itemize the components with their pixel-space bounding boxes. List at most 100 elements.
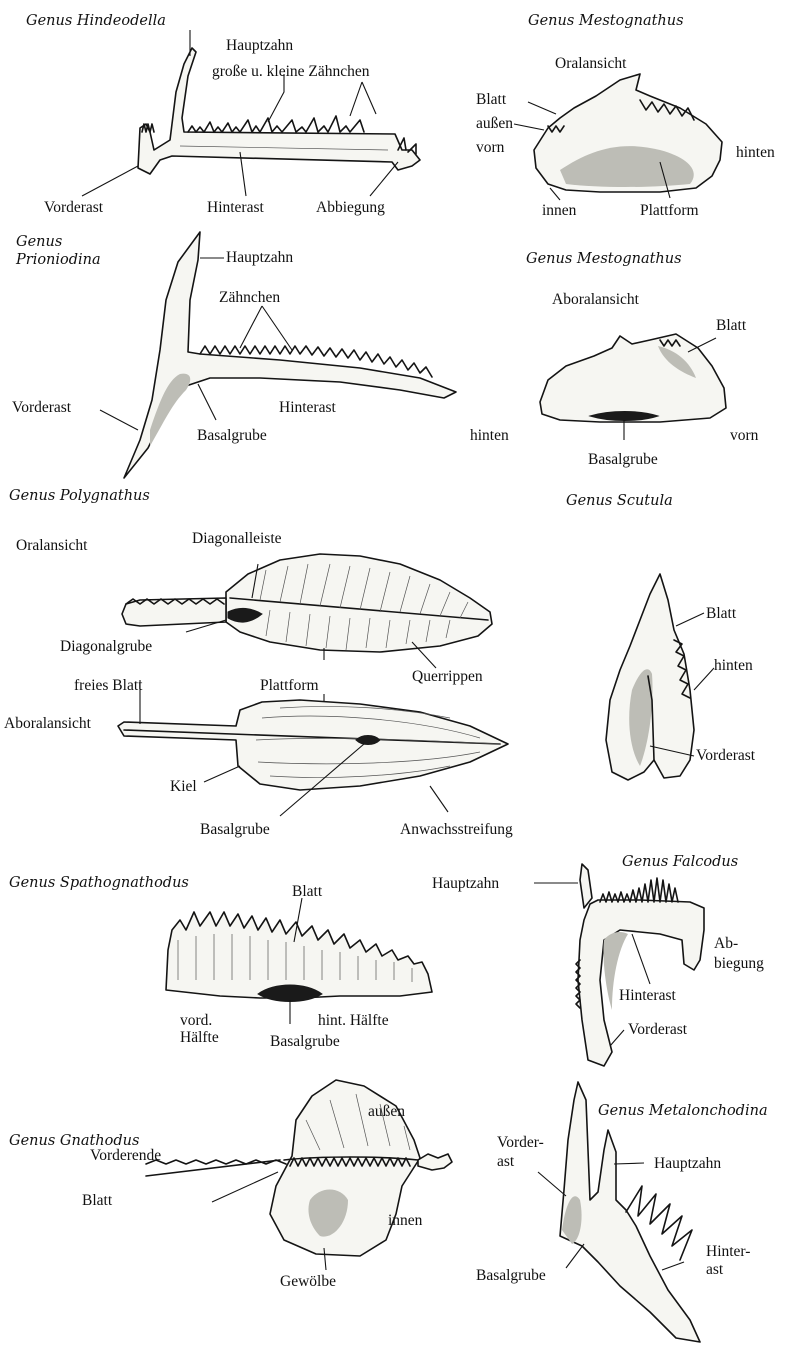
genus-title: Genus Falcodus (622, 854, 738, 870)
label-blatt: Blatt (292, 883, 323, 900)
label-hinter-2: ast (706, 1261, 724, 1278)
genus-title: Genus Mestognathus (528, 13, 684, 29)
label-kiel: Kiel (170, 778, 197, 795)
label-hinterast: Hinterast (279, 399, 337, 416)
label-vorder-2: ast (497, 1153, 515, 1170)
label-abbiegung: Abbiegung (316, 199, 385, 216)
leader (694, 668, 714, 690)
label-aussen: außen (368, 1103, 405, 1120)
label-hinter-1: Hinter- (706, 1243, 750, 1260)
label-hauptzahn: Hauptzahn (226, 249, 293, 266)
view-oral: Oralansicht (16, 537, 88, 554)
leader (268, 74, 284, 122)
label-vorderende: Vorderende (90, 1147, 161, 1164)
label-ab-2: biegung (714, 955, 764, 972)
label-vorderast: Vorderast (696, 747, 756, 764)
label-basalgrube: Basalgrube (476, 1267, 546, 1284)
mestognathus-oral-drawing (534, 74, 722, 192)
genus-title: Genus Hindeodella (26, 13, 166, 29)
figure-metalonchodina: Genus Metalonchodina Vorder- ast Hauptza… (476, 1082, 768, 1342)
leader (82, 166, 138, 196)
leader (528, 102, 556, 114)
label-plattform: Plattform (260, 677, 319, 694)
leader (610, 1030, 624, 1046)
genus-title-line1: Genus (16, 234, 62, 250)
label-hinten: hinten (470, 427, 509, 444)
leader (614, 1163, 644, 1164)
label-blatt: Blatt (706, 605, 737, 622)
label-hauptzahn: Hauptzahn (226, 37, 293, 54)
label-basalgrube: Basalgrube (200, 821, 270, 838)
leader (514, 124, 544, 130)
label-basalgrube: Basalgrube (588, 451, 658, 468)
gnathodus-drawing (146, 1080, 452, 1256)
label-vord-2: Hälfte (180, 1029, 219, 1046)
view-aboral: Aboralansicht (4, 715, 92, 732)
leader (100, 410, 138, 430)
view-label: Oralansicht (555, 55, 627, 72)
label-aussen: außen (476, 115, 513, 132)
figure-hindeodella: Genus Hindeodella Hauptzahn große u. kle… (26, 13, 420, 216)
label-innen: innen (388, 1212, 423, 1229)
leader (240, 306, 292, 350)
label-blatt: Blatt (716, 317, 747, 334)
polygnathus-oral-drawing (122, 554, 492, 652)
label-gewoelbe: Gewölbe (280, 1273, 336, 1290)
figure-falcodus: Genus Falcodus Hauptzahn Ab- biegung Hin… (432, 854, 764, 1066)
genus-title: Genus Mestognathus (526, 251, 682, 267)
label-vorn: vorn (476, 139, 505, 156)
leader (662, 1262, 684, 1270)
label-vorderast: Vorderast (12, 399, 72, 416)
figure-polygnathus: Genus Polygnathus Oralansicht Aboralansi… (4, 488, 513, 838)
figure-scutula: Genus Scutula Blatt hinten Vorderast (566, 493, 756, 780)
label-hint-haelfte: hint. Hälfte (318, 1012, 389, 1029)
label-anwachsstreifung: Anwachsstreifung (400, 821, 513, 838)
leader (550, 188, 560, 200)
label-hinten: hinten (736, 144, 775, 161)
metalonchodina-drawing (560, 1082, 700, 1342)
figure-gnathodus: Genus Gnathodus außen Vorderende Blatt i… (9, 1080, 452, 1290)
label-basalgrube: Basalgrube (197, 427, 267, 444)
leader (566, 1244, 584, 1268)
leader (350, 82, 376, 116)
label-vorderast: Vorderast (628, 1021, 688, 1038)
label-zaehnchen: Zähnchen (219, 289, 280, 306)
label-freies-blatt: freies Blatt (74, 677, 143, 694)
label-hinten: hinten (714, 657, 753, 674)
leader (204, 766, 240, 782)
label-blatt: Blatt (82, 1192, 113, 1209)
genus-title: Genus Spathognathodus (9, 875, 189, 891)
leader (212, 1172, 278, 1202)
genus-title: Genus Metalonchodina (598, 1103, 768, 1119)
label-innen: innen (542, 202, 577, 219)
label-hauptzahn: Hauptzahn (654, 1155, 721, 1172)
label-hinterast: Hinterast (207, 199, 265, 216)
view-label: Aboralansicht (552, 291, 640, 308)
label-diagonalleiste: Diagonalleiste (192, 530, 282, 547)
label-vord-1: vord. (180, 1012, 212, 1029)
genus-title: Genus Scutula (566, 493, 673, 509)
label-blatt: Blatt (476, 91, 507, 108)
label-ab-1: Ab- (714, 935, 738, 952)
leader (370, 162, 398, 196)
figure-prioniodina: Genus Prioniodina Hauptzahn Zähnchen Vor… (12, 232, 456, 478)
genus-title-line2: Prioniodina (15, 252, 101, 268)
genus-title: Genus Polygnathus (9, 488, 150, 504)
prioniodina-drawing (124, 232, 456, 478)
label-hauptzahn: Hauptzahn (432, 875, 499, 892)
label-hinterast: Hinterast (619, 987, 677, 1004)
leader (632, 934, 650, 984)
leader (430, 786, 448, 812)
label-vorn: vorn (730, 427, 759, 444)
label-basalgrube: Basalgrube (270, 1033, 340, 1050)
label-querrippen: Querrippen (412, 668, 483, 685)
figure-spathognathodus: Genus Spathognathodus Blatt vord. Hälfte… (9, 875, 432, 1050)
scutula-drawing (606, 574, 694, 780)
label-zaehnchen: große u. kleine Zähnchen (212, 63, 370, 80)
label-vorder-1: Vorder- (497, 1134, 544, 1151)
spathognathodus-drawing (166, 912, 432, 1002)
leader (198, 384, 216, 420)
label-plattform: Plattform (640, 202, 699, 219)
leader (676, 613, 704, 626)
